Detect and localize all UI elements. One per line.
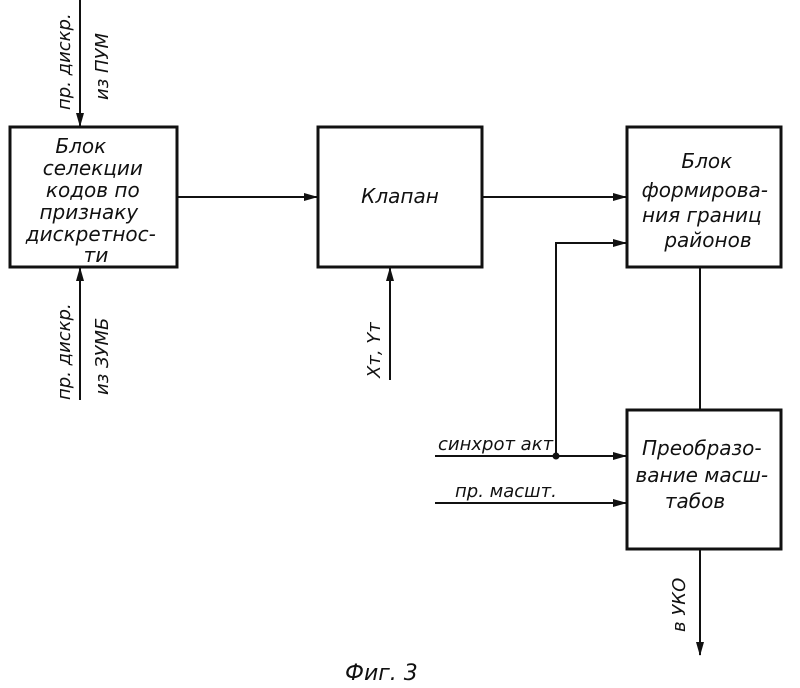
label-top-input-b: из ПУМ: [92, 33, 113, 100]
selection-line-1: Блок: [55, 134, 106, 158]
junction-dot: [553, 453, 560, 460]
block-boundary-formation: Блок формирова- ния границ районов: [627, 127, 781, 267]
svg-text:Клапан: Клапан: [361, 184, 439, 208]
label-scale-signal: пр. масшт.: [455, 481, 557, 502]
block-scale-conversion: Преобразо- вание масш- табов: [627, 410, 781, 549]
scale-line-3: табов: [665, 489, 725, 513]
scale-line-1: Преобразо-: [642, 436, 762, 460]
label-top-input-a: пр. дискр.: [54, 13, 75, 110]
connections: [80, 0, 700, 655]
selection-line-4: признаку: [39, 200, 139, 224]
block-valve: Клапан: [318, 127, 482, 267]
label-bottom-input-b: из ЗУМБ: [92, 318, 113, 395]
label-bottom-input-a: пр. дискр.: [54, 303, 75, 400]
scale-line-2: вание масш-: [636, 463, 769, 487]
arrow-sync-branch: [556, 243, 626, 456]
boundary-line-1: Блок: [681, 149, 732, 173]
boundary-line-2: формирова-: [642, 178, 768, 202]
selection-line-6: ти: [84, 243, 109, 267]
block-selection: Блок селекции кодов по признаку дискретн…: [10, 127, 177, 267]
boundary-line-3: ния границ: [642, 203, 762, 227]
selection-line-2: селекции: [43, 156, 143, 180]
boundary-line-4: районов: [663, 228, 751, 252]
label-output-uko: в УКО: [669, 578, 690, 632]
label-sync: синхрот акт: [438, 434, 554, 455]
valve-label: Клапан: [361, 184, 439, 208]
selection-line-3: кодов по: [46, 178, 140, 202]
label-coordinates-input: Xт, Yт: [364, 322, 385, 379]
figure-caption: Фиг. 3: [345, 661, 418, 686]
